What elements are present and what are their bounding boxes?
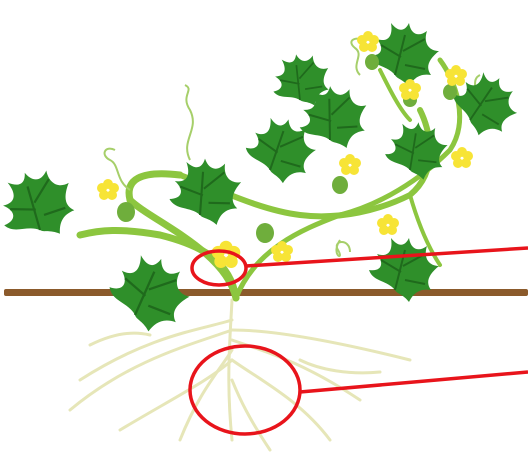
soil-line [4, 289, 528, 296]
